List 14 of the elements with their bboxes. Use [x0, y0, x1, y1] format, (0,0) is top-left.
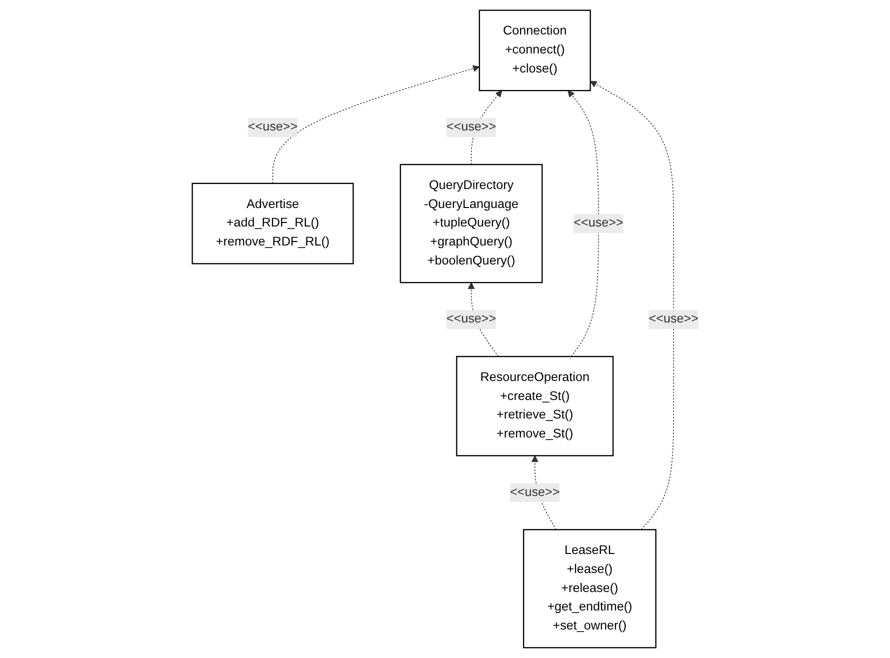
class-box: LeaseRL +lease() +release() +get_endtime() +set_owner(): [522, 529, 656, 648]
dependency-arrow: [272, 65, 480, 184]
edge-label: <<use>>: [510, 483, 560, 502]
class-box: QueryDirectory -QueryLanguage +tupleQuery() +graphQuery() +boolenQuery(): [399, 164, 542, 284]
dependency-arrow: [590, 80, 674, 530]
class-box: ResourceOperation +create_St() +retrieve_St() +remove_St(): [456, 356, 614, 456]
edge-label: <<use>>: [248, 118, 298, 137]
dependency-arrow: [567, 90, 598, 357]
class-box: Connection +connect() +close(): [478, 10, 591, 92]
edge-label: <<use>>: [446, 118, 496, 137]
edge-label: <<use>>: [446, 310, 496, 329]
edge-label: <<use>>: [573, 214, 623, 233]
edge-label: <<use>>: [648, 310, 698, 329]
class-box: Advertise +add_RDF_RL() +remove_RDF_RL(): [191, 182, 354, 264]
